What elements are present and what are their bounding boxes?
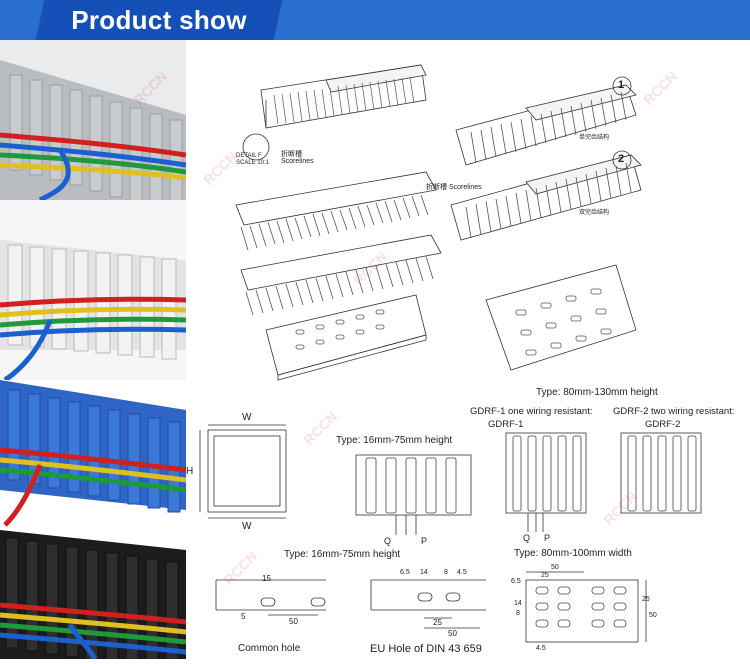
gdrf1-desc-label: GDRF-1 one wiring resistant:: [470, 406, 593, 417]
grey-duct-photo: [0, 40, 186, 200]
type-16-75-label-bottom: Type: 16mm-75mm height: [284, 549, 401, 560]
width-label-bottom: W: [242, 521, 252, 532]
scorelines-label-2: 折断槽 Scorelines: [426, 184, 482, 191]
dim-4-5-tray: 4.5: [536, 645, 546, 652]
white-duct-photo: [0, 200, 186, 380]
dim-8-tray: 8: [516, 610, 520, 617]
type-80-100w-label: Type: 80mm-100mm width: [514, 548, 632, 559]
scoreline-cn-label: 折断槽: [281, 151, 302, 158]
dim-6-5: 6.5: [400, 569, 410, 576]
dim-50-common: 50: [289, 617, 298, 626]
dim-14-tray: 14: [514, 600, 522, 607]
dim-25-eu: 25: [433, 618, 442, 627]
detail-f-label: DETAIL F: [236, 153, 262, 159]
p-label: P: [421, 536, 428, 546]
blue-duct-photo: [0, 380, 186, 530]
dim-8: 8: [444, 569, 448, 576]
width-label-top: W: [242, 412, 252, 423]
gdrf1-label: GDRF-1: [488, 419, 524, 430]
p-label-2: P: [544, 533, 551, 543]
single-tooth-cn: 单完齿结构: [579, 135, 610, 141]
banner-title: Product show: [71, 5, 247, 35]
dim-14: 14: [420, 569, 428, 576]
dim-25-tray: 25: [541, 572, 549, 579]
black-duct-photo: [0, 530, 186, 659]
variant-1-number: 1: [618, 79, 625, 91]
dim-50-eu: 50: [448, 629, 457, 638]
dim-25-tray-right: 25: [642, 596, 650, 603]
drawing-canvas: [199, 64, 702, 643]
variant-2-number: 2: [618, 153, 625, 165]
type-80-130-label: Type: 80mm-130mm height: [536, 387, 658, 398]
product-photos: [0, 40, 186, 659]
dim-15: 15: [262, 574, 271, 583]
eu-hole-caption: EU Hole of DIN 43 659: [370, 643, 482, 655]
q-label: Q: [384, 536, 392, 546]
dim-50-tray: 50: [551, 564, 559, 571]
dim-5: 5: [241, 612, 246, 621]
double-tooth-cn: 双完齿结构: [579, 210, 610, 216]
gdrf2-label: GDRF-2: [645, 419, 681, 430]
dim-4-5: 4.5: [457, 569, 467, 576]
gdrf2-desc-label: GDRF-2 two wiring resistant:: [613, 406, 735, 417]
technical-drawings: DETAIL F SCALE 10:1 折断槽 Scorelines 折断槽 S…: [186, 40, 750, 659]
common-hole-caption: Common hole: [238, 643, 301, 654]
q-label-2: Q: [523, 533, 531, 543]
height-label: H: [186, 466, 194, 477]
scale-label: SCALE 10:1: [236, 160, 270, 166]
dim-50-tray-right: 50: [649, 612, 657, 619]
dim-6-5-tray: 6.5: [511, 578, 521, 585]
type-16-75-label-top: Type: 16mm-75mm height: [336, 435, 453, 446]
scorelines-label: Scorelines: [281, 158, 314, 165]
header-banner: Product show: [0, 0, 750, 40]
